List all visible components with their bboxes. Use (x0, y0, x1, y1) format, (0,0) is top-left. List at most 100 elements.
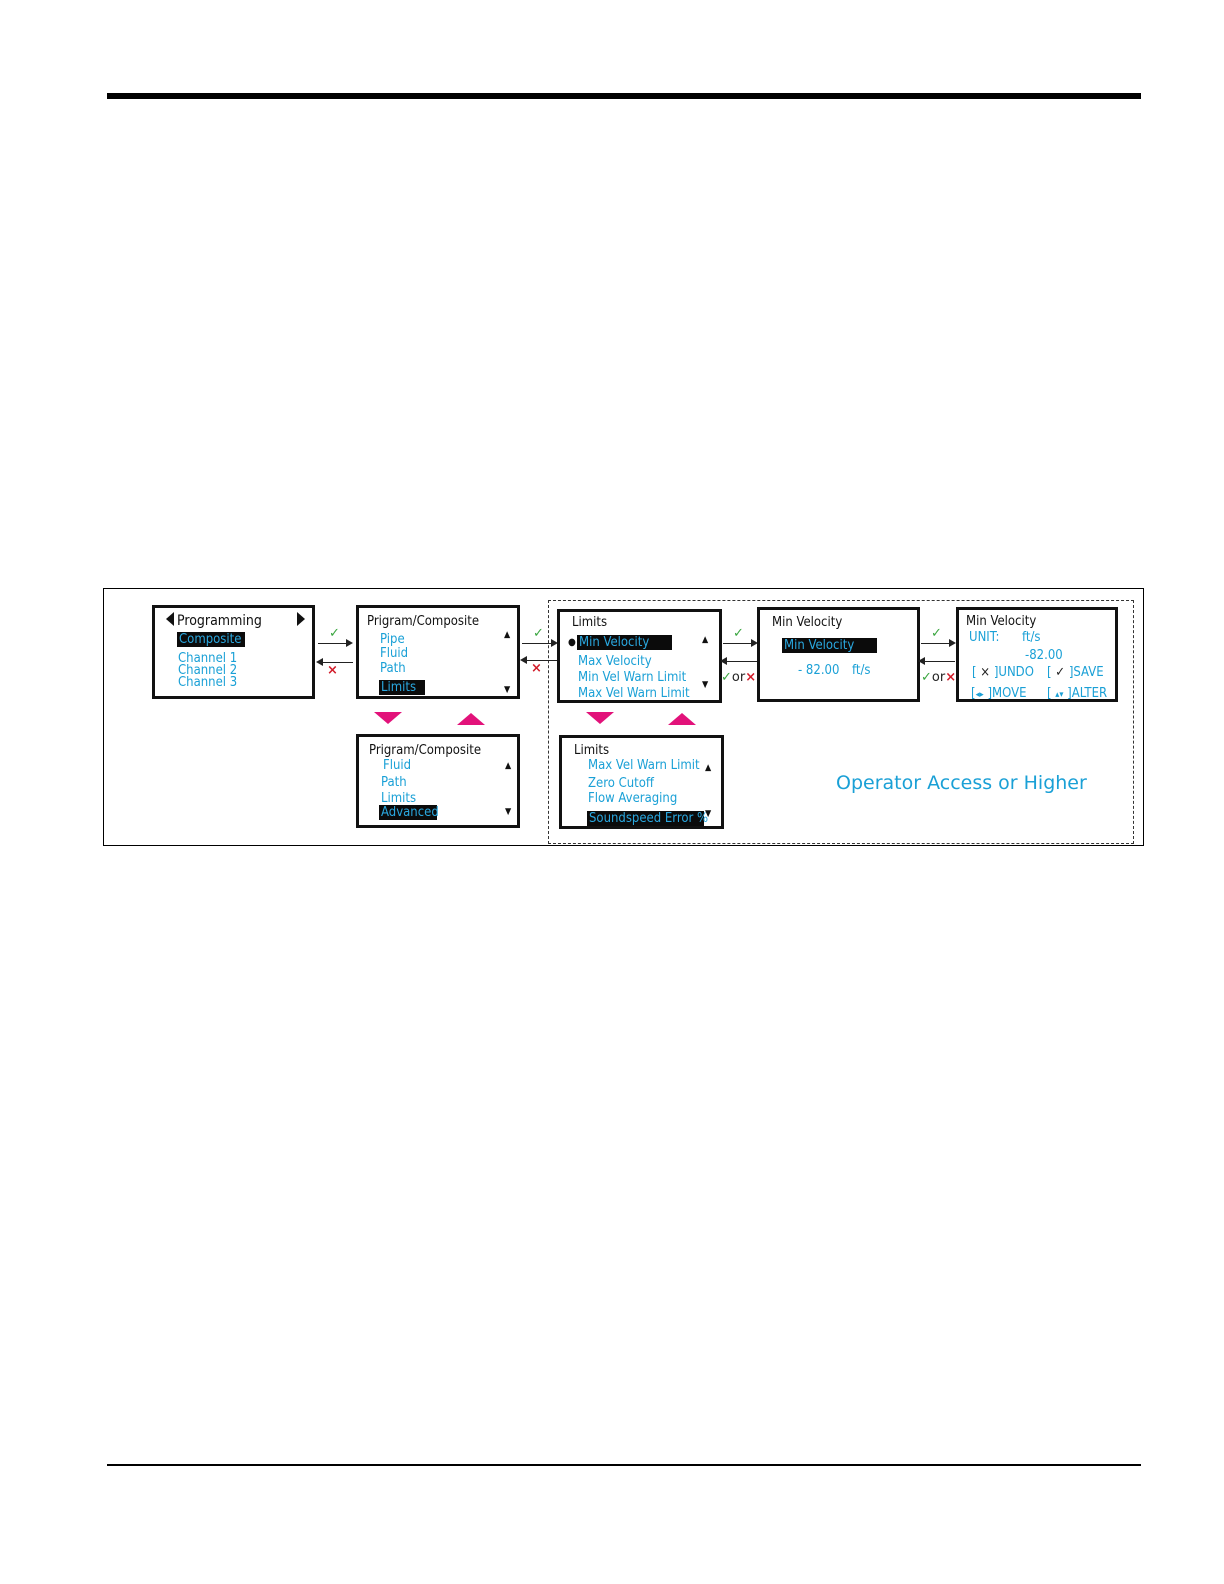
alter-label: ]ALTER (1067, 686, 1108, 701)
arrow-head (751, 639, 758, 647)
scroll-down-icon[interactable]: ▼ (705, 809, 712, 819)
program-composite-screen: Prigram/Composite ▲ Pipe Fluid Path Limi… (356, 605, 520, 699)
arrow-head (316, 658, 323, 666)
operator-access-region (548, 600, 1134, 844)
save-key[interactable]: [ ✓ ]SAVE (1047, 665, 1104, 680)
screen-title: Programming (177, 613, 262, 629)
min-velocity-value: - 82.00 (798, 663, 840, 678)
screen-title: Min Velocity (966, 614, 1037, 629)
back-arrow (925, 661, 955, 662)
move-label: ]MOVE (987, 686, 1027, 701)
arrow-head (720, 657, 727, 665)
limits-screen-scrolled: Limits Max Vel Warn Limit ▲ Zero Cutoff … (559, 735, 724, 829)
x-icon: × (327, 663, 338, 678)
forward-arrow (723, 643, 751, 644)
scroll-down-indicator (374, 712, 402, 724)
menu-item-max-velocity[interactable]: Max Velocity (578, 654, 652, 669)
menu-item-path[interactable]: Path (381, 775, 407, 790)
screen-title: Limits (572, 615, 608, 630)
scroll-up-icon[interactable]: ▲ (505, 761, 512, 771)
menu-item-min-velocity[interactable]: Min Velocity (577, 635, 672, 650)
menu-flow-figure (103, 588, 1144, 846)
arrow-head (520, 656, 527, 664)
check-or-x-label: ✓or× (921, 670, 957, 685)
scroll-up-icon[interactable]: ▲ (705, 763, 712, 773)
left-right-icon: ◂▸ (975, 690, 984, 700)
edit-value[interactable]: -82.00 (1025, 648, 1063, 663)
screen-title: Prigram/Composite (367, 614, 480, 629)
arrow-left-icon[interactable] (166, 612, 174, 626)
undo-label: ]UNDO (993, 665, 1034, 680)
min-velocity-screen: Min Velocity Min Velocity - 82.00 ft/s (757, 607, 920, 702)
scroll-up-icon[interactable]: ▲ (702, 635, 709, 645)
menu-item-channel-1[interactable]: Channel 1 (178, 651, 238, 666)
check-icon: ✓ (1055, 665, 1066, 680)
menu-item-limits[interactable]: Limits (381, 791, 417, 806)
x-icon: × (980, 665, 991, 680)
x-icon: × (531, 661, 542, 676)
menu-item-composite[interactable]: Composite (177, 632, 245, 647)
menu-item-pipe[interactable]: Pipe (380, 632, 405, 647)
unit-value: ft/s (1022, 630, 1041, 645)
back-arrow (527, 660, 557, 661)
move-key[interactable]: [◂▸ ]MOVE (971, 686, 1027, 701)
menu-item-fluid[interactable]: Fluid (380, 646, 409, 661)
limits-screen: Limits ● Min Velocity ▲ Max Velocity Min… (557, 609, 722, 703)
min-velocity-field[interactable]: Min Velocity (782, 638, 877, 653)
menu-item-channel-3[interactable]: Channel 3 (178, 675, 238, 690)
or-label: or (931, 670, 946, 685)
program-composite-screen-scrolled: Prigram/Composite ▲ Fluid Path Limits Ad… (356, 734, 520, 828)
bullet-icon: ● (568, 637, 576, 648)
programming-screen: Programming Composite Channel 1 Channel … (152, 605, 315, 699)
check-icon: ✓ (329, 626, 340, 641)
arrow-head (346, 639, 353, 647)
unit-label: UNIT: (969, 630, 1000, 645)
scroll-up-icon[interactable]: ▲ (504, 630, 511, 640)
menu-item-flow-averaging[interactable]: Flow Averaging (588, 791, 678, 806)
screen-title: Limits (574, 743, 610, 758)
footer-rule (107, 1464, 1141, 1466)
arrow-head (551, 639, 558, 647)
x-icon: × (945, 670, 957, 685)
back-arrow (323, 662, 353, 663)
min-velocity-edit-screen: Min Velocity UNIT: ft/s -82.00 [ × ]UNDO… (956, 607, 1118, 702)
menu-item-advanced[interactable]: Advanced (379, 805, 439, 820)
screen-title: Prigram/Composite (369, 743, 482, 758)
arrow-right-icon[interactable] (297, 612, 305, 626)
alter-key[interactable]: [ ▴▾ ]ALTER (1047, 686, 1108, 701)
arrow-head (949, 639, 956, 647)
back-arrow (727, 661, 757, 662)
x-icon: × (745, 670, 757, 685)
scroll-down-icon[interactable]: ▼ (504, 685, 511, 695)
undo-key[interactable]: [ × ]UNDO (972, 665, 1034, 680)
operator-access-label: Operator Access or Higher (836, 772, 1087, 794)
save-label: ]SAVE (1068, 665, 1104, 680)
forward-arrow (522, 643, 551, 644)
screen-title: Min Velocity (772, 615, 843, 630)
header-rule (107, 93, 1141, 99)
scroll-down-icon[interactable]: ▼ (505, 807, 512, 817)
forward-arrow (921, 643, 949, 644)
menu-item-soundspeed-error[interactable]: Soundspeed Error % (587, 811, 709, 826)
menu-item-limits[interactable]: Limits (379, 680, 425, 695)
scroll-up-indicator (668, 713, 696, 725)
menu-item-channel-2[interactable]: Channel 2 (178, 663, 238, 678)
menu-item-path[interactable]: Path (380, 661, 406, 676)
check-icon: ✓ (931, 626, 942, 641)
check-icon: ✓ (733, 626, 744, 641)
up-down-icon: ▴▾ (1055, 690, 1064, 700)
menu-item-max-vel-warn-limit[interactable]: Max Vel Warn Limit (588, 758, 700, 773)
menu-item-max-vel-warn-limit[interactable]: Max Vel Warn Limit (578, 686, 690, 701)
check-or-x-label: ✓or× (721, 670, 757, 685)
scroll-down-indicator (586, 712, 614, 724)
or-label: or (731, 670, 746, 685)
menu-item-zero-cutoff[interactable]: Zero Cutoff (588, 776, 654, 791)
forward-arrow (318, 643, 346, 644)
menu-item-fluid[interactable]: Fluid (383, 758, 412, 773)
arrow-head (918, 657, 925, 665)
scroll-up-indicator (457, 713, 485, 725)
check-icon: ✓ (533, 626, 544, 641)
scroll-down-icon[interactable]: ▼ (702, 680, 709, 690)
menu-item-min-vel-warn-limit[interactable]: Min Vel Warn Limit (578, 670, 687, 685)
min-velocity-unit: ft/s (852, 663, 871, 678)
